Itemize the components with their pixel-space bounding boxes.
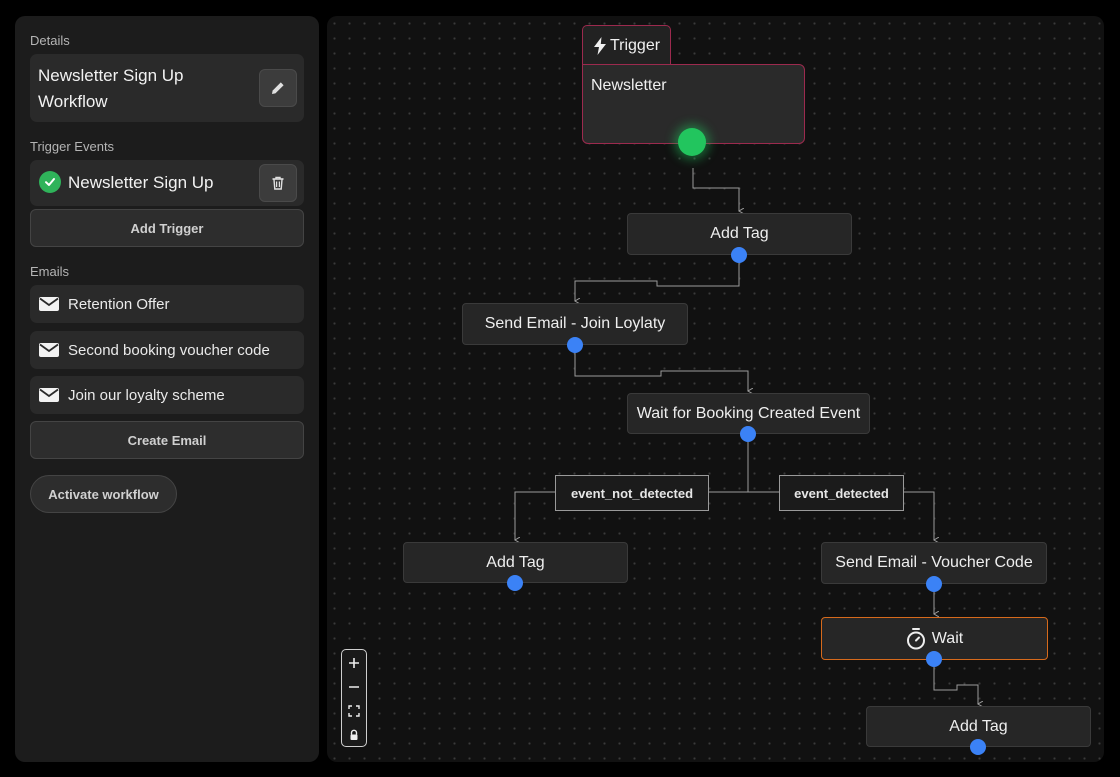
details-label: Details [30, 33, 70, 48]
node-handle[interactable] [740, 426, 756, 442]
envelope-icon [39, 343, 59, 357]
email-item-label: Second booking voucher code [68, 342, 270, 359]
create-email-button[interactable]: Create Email [30, 421, 304, 459]
node-handle[interactable] [926, 576, 942, 592]
zoom-out-button[interactable] [342, 675, 366, 699]
trigger-event-item: Newsletter Sign Up [30, 160, 304, 206]
edge-label-event-not-detected[interactable]: event_not_detected [555, 475, 709, 511]
delete-trigger-button[interactable] [259, 164, 297, 202]
node-label: Wait [931, 629, 964, 647]
emails-label: Emails [30, 264, 70, 279]
sidebar: Details Newsletter Sign Up Workflow Trig… [15, 16, 319, 762]
email-item-second-booking-voucher[interactable]: Second booking voucher code [30, 331, 304, 369]
fit-view-button[interactable] [342, 699, 366, 723]
edge-trigger-to-addtag [692, 168, 739, 211]
node-handle[interactable] [731, 247, 747, 263]
node-wait-booking-created[interactable]: Wait for Booking Created Event [627, 393, 870, 434]
workflow-title-card: Newsletter Sign Up Workflow [30, 54, 304, 122]
fit-view-icon [348, 705, 360, 717]
trigger-node-label: Newsletter [591, 77, 667, 94]
trigger-event-label: Newsletter Sign Up [68, 173, 214, 192]
edge-sendemail-to-wait [574, 345, 748, 391]
node-handle[interactable] [567, 337, 583, 353]
node-handle[interactable] [970, 739, 986, 755]
minus-icon [349, 686, 359, 688]
check-circle-icon [39, 171, 61, 193]
add-trigger-button[interactable]: Add Trigger [30, 209, 304, 247]
pencil-icon [272, 82, 284, 94]
trigger-events-label: Trigger Events [30, 139, 115, 154]
edge-addtag-to-sendemail [575, 255, 740, 301]
edit-workflow-button[interactable] [259, 69, 297, 107]
node-send-email-loyalty[interactable]: Send Email - Join Loylaty [462, 303, 688, 345]
envelope-icon [39, 388, 59, 402]
canvas-controls [341, 649, 367, 747]
node-label: Wait for Booking Created Event [636, 404, 861, 422]
node-handle[interactable] [507, 575, 523, 591]
node-send-email-voucher[interactable]: Send Email - Voucher Code [821, 542, 1047, 584]
email-item-label: Retention Offer [68, 296, 170, 313]
workflow-canvas[interactable]: Trigger Newsletter Add Tag Send Email - … [327, 16, 1104, 762]
node-label: Add Tag [710, 225, 769, 242]
node-label: Add Tag [486, 553, 545, 571]
zoom-in-button[interactable] [342, 651, 366, 675]
trigger-tab[interactable]: Trigger [582, 25, 671, 65]
edge-wait-to-addtag [933, 660, 978, 704]
email-item-join-loyalty[interactable]: Join our loyalty scheme [30, 376, 304, 414]
envelope-icon [39, 297, 59, 311]
node-label: Send Email - Voucher Code [835, 554, 1033, 571]
trigger-tab-label: Trigger [609, 36, 661, 54]
email-item-label: Join our loyalty scheme [68, 387, 225, 404]
edge-label-event-detected[interactable]: event_detected [779, 475, 904, 511]
trigger-source-handle[interactable] [678, 128, 706, 156]
lightning-icon [593, 36, 606, 55]
activate-workflow-button[interactable]: Activate workflow [30, 475, 177, 513]
node-label: Add Tag [949, 717, 1008, 735]
lock-button[interactable] [342, 723, 366, 747]
workflow-name: Newsletter Sign Up Workflow [38, 66, 184, 111]
trash-icon [272, 176, 284, 190]
stopwatch-icon [906, 627, 925, 649]
node-handle[interactable] [926, 651, 942, 667]
plus-icon [349, 658, 359, 668]
lock-icon [350, 729, 358, 740]
node-label: Send Email - Join Loylaty [484, 315, 666, 332]
email-item-retention-offer[interactable]: Retention Offer [30, 285, 304, 323]
